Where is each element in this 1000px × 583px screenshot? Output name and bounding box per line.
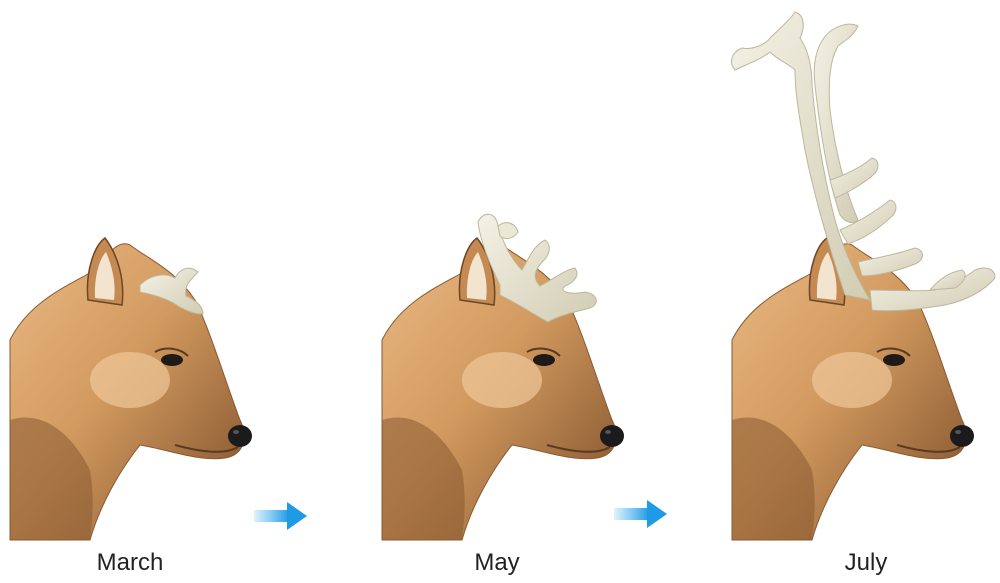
stage-label-march: March [30,548,230,578]
july-antler [731,12,995,311]
july-reindeer [731,12,995,540]
march-reindeer [10,238,252,540]
arrow-march-to-may [254,502,307,530]
stage-label-may: May [397,548,597,578]
arrow-may-to-july [614,500,667,528]
may-reindeer [382,214,624,540]
stage-label-july: July [766,548,966,578]
